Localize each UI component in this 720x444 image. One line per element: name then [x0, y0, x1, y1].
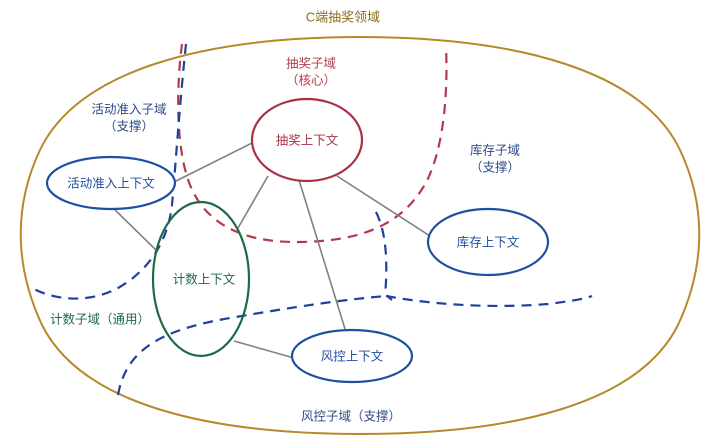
counter-subdomain-boundary — [116, 294, 387, 396]
connector-lottery-inventory — [336, 175, 431, 237]
lottery-core-dashed-path — [177, 43, 448, 244]
lottery-context-label: 抽奖上下文 — [276, 132, 339, 147]
subdomain-label-counter-line1: 计数子域（通用） — [50, 311, 150, 326]
activity-access-dashed-path — [31, 43, 188, 300]
activity-access-context-ellipse[interactable] — [45, 155, 177, 211]
activity-access-subdomain-boundary — [31, 43, 188, 300]
subdomain-label-activity-access: 活动准入子域 （支撑） — [91, 102, 166, 133]
outer-boundary-path — [19, 35, 701, 436]
connector-counter-risk-control — [233, 340, 295, 359]
activity-access-context-label: 活动准入上下文 — [67, 175, 155, 190]
connector-lottery-counter — [237, 175, 269, 229]
subdomain-label-inventory-line1: 库存子域 — [470, 142, 520, 157]
context-risk-control[interactable]: 风控上下文 — [290, 328, 414, 384]
risk-control-context-label: 风控上下文 — [321, 348, 384, 363]
context-activity-access[interactable]: 活动准入上下文 — [45, 155, 177, 211]
subdomain-label-risk-control: 风控子域（支撑） — [301, 408, 401, 423]
subdomain-label-lottery-core-line2: （核心） — [286, 73, 336, 87]
risk-control-subdomain-boundary — [385, 294, 593, 308]
connector-activity-access-counter — [109, 204, 159, 253]
inventory-context-ellipse[interactable] — [426, 207, 550, 277]
counter-context-ellipse[interactable] — [151, 200, 251, 358]
risk-control-dashed-path — [385, 294, 593, 308]
context-counter[interactable]: 计数上下文 — [151, 200, 251, 358]
subdomain-label-activity-access-line1: 活动准入子域 — [91, 102, 166, 116]
connector-lottery-risk-control — [298, 179, 346, 330]
subdomain-label-lottery-core-line1: 抽奖子域 — [286, 56, 336, 70]
counter-context-label: 计数上下文 — [173, 271, 236, 286]
subdomain-label-risk-control-line1: 风控子域（支撑） — [301, 408, 401, 423]
context-lottery[interactable]: 抽奖上下文 — [250, 97, 364, 183]
subdomain-label-lottery-core: 抽奖子域 （核心） — [286, 56, 336, 87]
counter-dashed-path — [116, 294, 387, 396]
inventory-context-label: 库存上下文 — [457, 234, 520, 249]
context-inventory[interactable]: 库存上下文 — [426, 207, 550, 277]
context-connectors — [109, 140, 431, 359]
subdomain-label-activity-access-line2: （支撑） — [104, 118, 154, 133]
subdomain-label-inventory-line2: （支撑） — [470, 159, 520, 174]
connector-lottery-activity-access — [171, 140, 257, 184]
subdomain-label-counter: 计数子域（通用） — [50, 311, 150, 326]
domain-title: C端抽奖领域 — [306, 9, 380, 24]
subdomain-label-inventory: 库存子域 （支撑） — [470, 142, 520, 174]
outer-domain-boundary — [19, 35, 701, 436]
lottery-core-subdomain-boundary — [177, 43, 448, 244]
lottery-context-ellipse[interactable] — [250, 97, 364, 183]
risk-control-context-ellipse[interactable] — [290, 328, 414, 384]
